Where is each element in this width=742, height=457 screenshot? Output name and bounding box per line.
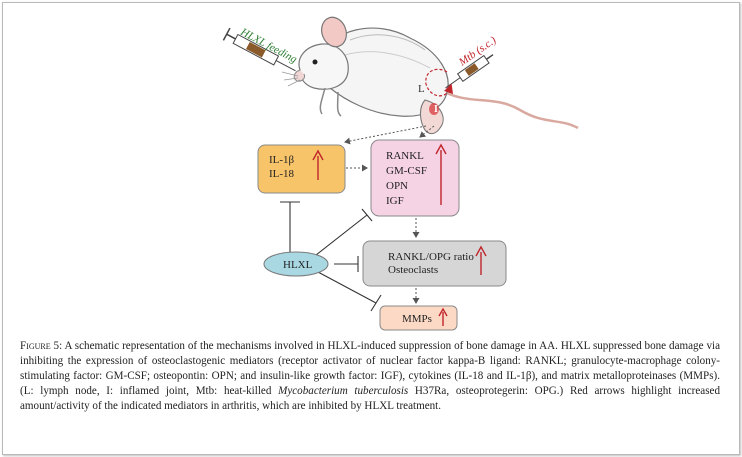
joint-marker: I [434,104,438,115]
caption-text-1: A schematic representation of the mechan… [20,340,720,397]
lymph-node-marker: L [418,83,425,95]
caption-text-2: H37Ra, osteoprotegerin: OPG.) Red arrows… [20,385,721,412]
mouse-to-mediators-arrow [419,125,435,138]
ratio-up-arrow-icon [475,245,487,275]
mechanism-diagram: HLXL feeding Mtb (s.c.) L I IL-1β IL-18 … [222,16,579,331]
osteoclasts-label: Osteoclasts [388,264,438,276]
mediator-gmcsf: GM-CSF [386,165,427,177]
cytokine-up-arrow-icon [312,149,324,180]
lymph-node-path [425,68,454,97]
mediator-up-arrow-icon [435,143,447,205]
mediator-box [370,139,460,217]
ratio-label: RANKL/OPG ratio [388,251,474,263]
mmp-box [379,305,458,331]
ratio-box [362,240,507,287]
mediator-opn: OPN [386,180,408,192]
feeding-syringe-icon [222,27,296,72]
hlxl-inhibition-lines [280,201,382,312]
mediator-igf: IGF [386,195,404,207]
mediator-rankl: RANKL [386,150,424,162]
figure-label: Figure 5: [20,340,63,352]
mouse-illustration [281,16,579,135]
mmp-up-arrow-icon [438,307,448,326]
caption-species: Mycobacterium tuberculosis [278,385,409,397]
hlxl-label: HLXL [283,259,313,271]
figure-caption: Figure 5: A schematic representation of … [20,339,720,414]
cytokine-box [257,144,346,194]
cytokine-il1b: IL-1β [269,154,295,166]
cytokine-il18: IL-18 [269,168,295,180]
mouse-to-cytokines-arrow [344,125,427,145]
mmp-label: MMPs [402,313,432,325]
hlxl-oval [263,251,329,277]
